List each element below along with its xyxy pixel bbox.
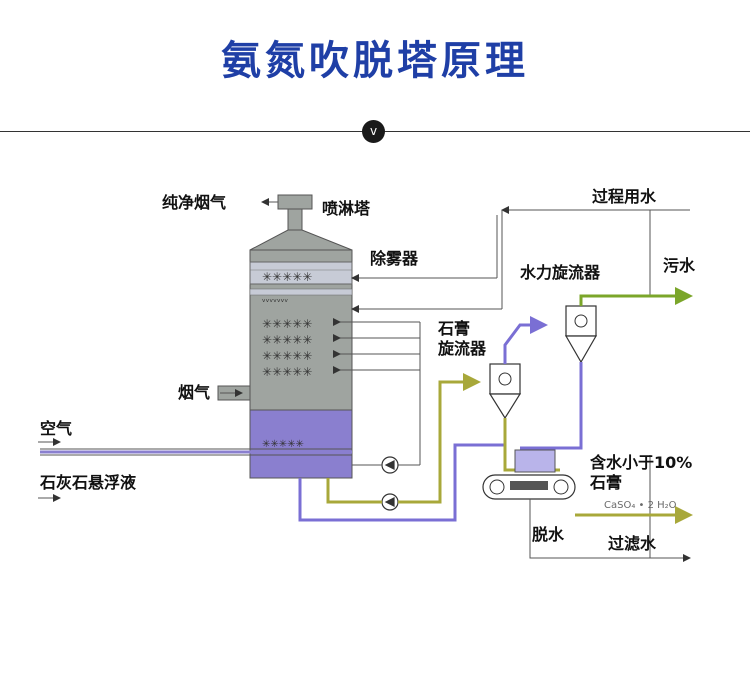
spray-tower-body <box>249 249 353 479</box>
pumps <box>381 456 399 511</box>
hydrocyclone <box>520 287 693 450</box>
svg-text:✳✳✳✳✳: ✳✳✳✳✳ <box>262 365 312 379</box>
svg-text:✳✳✳✳✳: ✳✳✳✳✳ <box>262 270 312 284</box>
svg-text:✳✳✳✳✳: ✳✳✳✳✳ <box>262 333 312 347</box>
label-demister: 除雾器 <box>370 249 419 268</box>
label-air: 空气 <box>40 419 72 438</box>
tower-stack <box>249 194 353 251</box>
belt-filter <box>482 449 693 562</box>
page-title: 氨氮吹脱塔原理 <box>221 38 529 84</box>
label-flue-gas: 烟气 <box>178 383 210 402</box>
label-moisture-note: 含水小于10% <box>590 453 692 472</box>
label-hydrocyclone: 水力旋流器 <box>520 263 601 282</box>
label-filtrate: 过滤水 <box>608 534 657 553</box>
svg-text:✳✳✳✳✳: ✳✳✳✳✳ <box>262 349 312 363</box>
label-limestone-slurry: 石灰石悬浮液 <box>39 473 137 492</box>
label-process-water: 过程用水 <box>592 187 657 206</box>
process-water-line <box>351 206 690 558</box>
svg-text:ᵛᵛᵛᵛᵛᵛᵛ: ᵛᵛᵛᵛᵛᵛᵛ <box>262 298 289 308</box>
svg-text:✳✳✳✳✳: ✳✳✳✳✳ <box>262 439 304 450</box>
svg-text:✳✳✳✳✳: ✳✳✳✳✳ <box>262 317 312 331</box>
bottom-pipes <box>298 373 505 522</box>
label-gypsum: 石膏 <box>589 473 622 492</box>
label-spray-tower: 喷淋塔 <box>322 199 371 218</box>
label-formula: CaSO₄ • 2 H₂O <box>604 500 677 511</box>
label-wastewater: 污水 <box>663 256 696 275</box>
label-gypsum-cyclone-1: 石膏 <box>437 319 470 338</box>
spray-headers <box>333 318 421 466</box>
spray-nozzles: ✳✳✳✳✳ ᵛᵛᵛᵛᵛᵛᵛ ✳✳✳✳✳ ✳✳✳✳✳ ✳✳✳✳✳ ✳✳✳✳✳ ✳✳… <box>262 270 312 450</box>
label-gypsum-cyclone-2: 旋流器 <box>437 339 487 358</box>
label-dewatering: 脱水 <box>532 525 565 544</box>
feed-arrows <box>38 198 352 502</box>
label-clean-gas: 纯净烟气 <box>162 193 226 212</box>
chevron-down-icon[interactable]: v <box>362 120 385 143</box>
